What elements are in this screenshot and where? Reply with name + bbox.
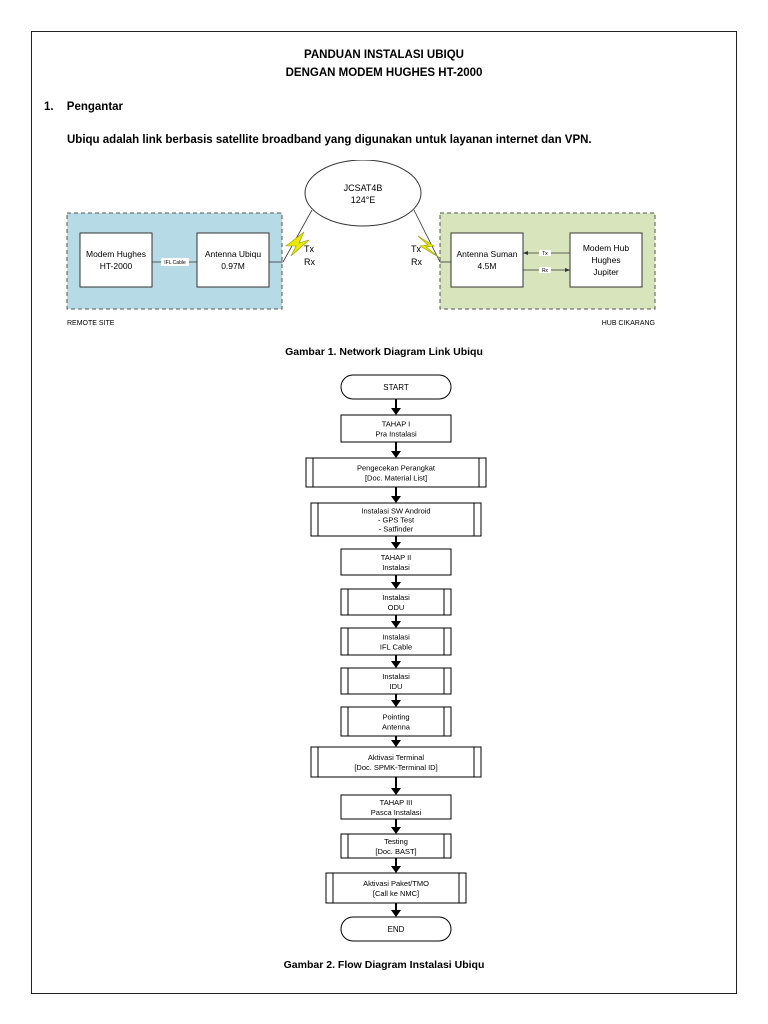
rx-right: Rx	[411, 257, 422, 267]
satellite-name: JCSAT4B	[344, 183, 383, 193]
flow-arrowhead	[391, 827, 401, 834]
tx-left: Tx	[304, 244, 314, 254]
doc-title-line1: PANDUAN INSTALASI UBIQU	[304, 49, 464, 61]
remote-site-label: REMOTE SITE	[67, 320, 115, 327]
antenna-suman-label-2: 4.5M	[478, 261, 497, 271]
flow-arrowhead	[391, 451, 401, 458]
modem-hub-label-3: Jupiter	[593, 267, 619, 277]
doc-title-line2: DENGAN MODEM HUGHES HT-2000	[285, 67, 483, 79]
flow-step-label: - Satfinder	[379, 525, 414, 534]
flow-step-box	[325, 872, 467, 904]
satellite-ellipse	[304, 160, 422, 227]
flow-arrowhead	[391, 661, 401, 668]
flow-arrowhead	[391, 408, 401, 415]
hub-site-label: HUB CIKARANG	[602, 320, 655, 327]
flow-arrowhead	[391, 788, 401, 795]
page-border	[31, 31, 737, 994]
flow-step-label: Antenna	[382, 723, 411, 732]
flow-step-label: - GPS Test	[378, 516, 415, 525]
flow-arrowhead	[391, 621, 401, 628]
tx-right: Tx	[411, 244, 421, 254]
modem-hub-box	[569, 232, 643, 288]
flow-step-label: TAHAP II	[381, 553, 412, 562]
modem-hughes-label-2: HT-2000	[100, 261, 133, 271]
flow-step-label: Instalasi	[382, 672, 410, 681]
flow-step-label: Instalasi SW Android	[361, 507, 430, 516]
modem-hughes-box	[79, 232, 153, 288]
flow-arrowhead	[391, 700, 401, 707]
flow-step-box	[340, 627, 452, 656]
flow-step-label: [Doc. BAST]	[375, 847, 416, 856]
flow-step-label: ODU	[388, 603, 405, 612]
flow-step-label: [Call ke NMC]	[373, 889, 419, 898]
flow-arrowhead	[391, 542, 401, 549]
caption-figure-1: Gambar 1. Network Diagram Link Ubiqu	[285, 346, 483, 358]
satellite-position: 124°E	[351, 195, 376, 205]
flow-arrowhead	[391, 740, 401, 747]
flow-step-label: Pointing	[382, 713, 409, 722]
antenna-ubiqu-label-1: Antenna Ubiqu	[205, 249, 262, 259]
caption-figure-2: Gambar 2. Flow Diagram Instalasi Ubiqu	[283, 959, 485, 971]
flow-arrowhead	[391, 866, 401, 873]
flow-step-box	[305, 457, 487, 488]
flow-step-label: TAHAP I	[382, 420, 410, 429]
flow-step-label: Aktivasi Terminal	[368, 753, 424, 762]
flow-start-label: START	[383, 383, 409, 392]
ifl-cable-label: IFL Cable	[164, 260, 186, 266]
flow-step-box	[340, 588, 452, 616]
flow-step-label: IDU	[390, 682, 403, 691]
antenna-ubiqu-box	[196, 232, 270, 288]
flow-step-box	[340, 414, 452, 443]
rx-left: Rx	[304, 257, 315, 267]
flow-end-label: END	[388, 925, 405, 934]
modem-hub-label-2: Hughes	[591, 255, 620, 265]
flow-step-label: Instalasi	[382, 593, 410, 602]
flow-step-box	[340, 833, 452, 859]
modem-hughes-label-1: Modem Hughes	[86, 249, 146, 259]
network-diagram: JCSAT4B 124°E Modem Hughes HT-2000 IFL C…	[66, 160, 656, 327]
modem-hub-label-1: Modem Hub	[583, 243, 630, 253]
flow-step-box	[340, 794, 452, 820]
flow-step-label: Pra Instalasi	[375, 430, 417, 439]
flow-arrowhead	[391, 910, 401, 917]
flow-step-label: TAHAP III	[380, 798, 413, 807]
flow-step-label: Pengecekan Perangkat	[357, 464, 436, 473]
flow-step-label: Aktivasi Paket/TMO	[363, 879, 429, 888]
flow-end-shape	[340, 916, 452, 942]
section-number: 1.	[44, 101, 54, 113]
flow-step-label: IFL Cable	[380, 643, 412, 652]
antenna-suman-box	[450, 232, 524, 288]
flow-step-label: Testing	[384, 837, 408, 846]
flow-arrowhead	[391, 496, 401, 503]
lightning-right-icon	[417, 235, 441, 259]
flow-step-label: Pasca Instalasi	[371, 808, 422, 817]
flow-step-box	[340, 706, 452, 737]
lightning-left-icon	[285, 231, 310, 257]
intro-paragraph: Ubiqu adalah link berbasis satellite bro…	[67, 134, 592, 146]
hub-tx-label: Tx	[542, 251, 548, 257]
hub-rx-label: Rx	[542, 268, 549, 274]
flow-step-box	[340, 548, 452, 576]
flow-step-label: Instalasi	[382, 563, 410, 572]
flow-arrowhead	[391, 582, 401, 589]
flow-step-box	[310, 746, 482, 778]
antenna-suman-label-1: Antenna Suman	[457, 249, 518, 259]
section-heading: 1. Pengantar	[44, 101, 123, 113]
section-title: Pengantar	[66, 101, 124, 113]
flow-step-label: [Doc. SPMK-Terminal ID]	[354, 763, 437, 772]
antenna-ubiqu-label-2: 0.97M	[221, 261, 245, 271]
flow-step-label: Instalasi	[382, 633, 410, 642]
flow-step-label: [Doc. Material List]	[365, 474, 427, 483]
